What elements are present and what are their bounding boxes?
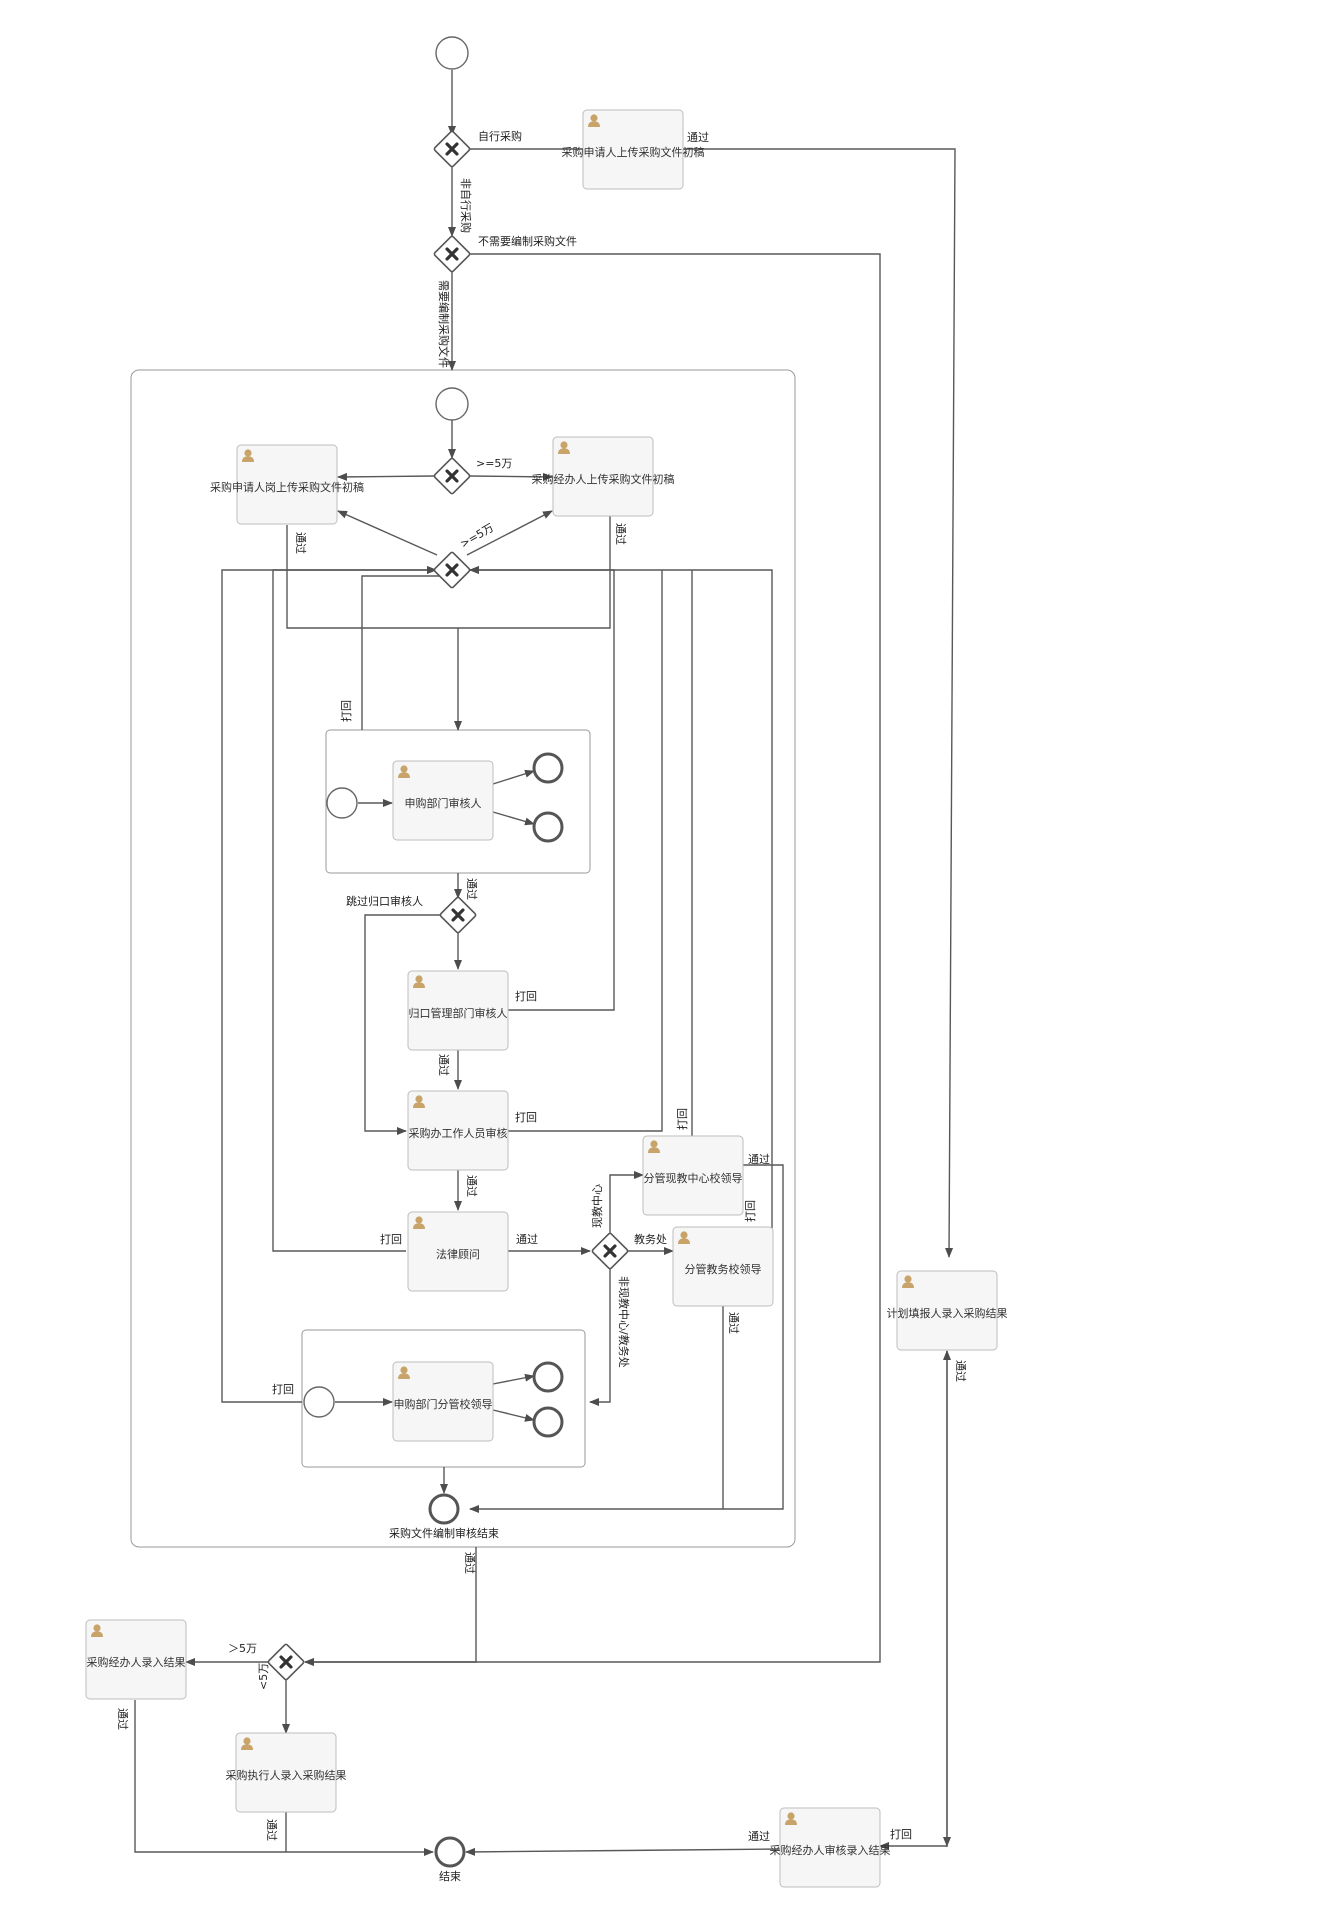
flow-label-pass-agent-result: 通过 bbox=[116, 1708, 129, 1730]
start-event[interactable] bbox=[435, 36, 469, 70]
sub-start-event[interactable] bbox=[435, 387, 469, 421]
flow-label-ge5w: >=5万 bbox=[476, 457, 512, 470]
flow-label-lt5w: <5万 bbox=[257, 1663, 270, 1690]
flow-label-pass-dept: 通过 bbox=[294, 532, 307, 554]
gateway-result-amount[interactable] bbox=[267, 1643, 305, 1681]
task-label: 计划填报人录入采购结果 bbox=[887, 1306, 1008, 1320]
gateway-back[interactable] bbox=[433, 551, 471, 589]
flow-label-pass-sub: 通过 bbox=[463, 1552, 476, 1574]
flow-labels: 自行采购 通过 非自行采购 不需要编制采购文件 需要编制采购文件 >=5万 >=… bbox=[116, 129, 967, 1843]
flow-label-pass-exec: 通过 bbox=[265, 1819, 278, 1841]
task-label: 分管教务校领导 bbox=[685, 1262, 762, 1276]
flow-label-back-dept: 打回 bbox=[339, 700, 353, 722]
task-label: 采购申请人上传采购文件初稿 bbox=[562, 145, 705, 159]
task-label: 分管现教中心校领导 bbox=[644, 1171, 743, 1185]
flow-label-pass-office: 通过 bbox=[465, 1175, 478, 1197]
task-guikou-review[interactable]: 归口管理部门审核人 bbox=[407, 970, 509, 1051]
gateway-department[interactable] bbox=[591, 1232, 629, 1270]
task-legal[interactable]: 法律顾问 bbox=[407, 1211, 509, 1292]
gateway-self-purchase[interactable] bbox=[433, 130, 471, 168]
task-upload-agent[interactable]: 采购经办人上传采购文件初稿 bbox=[532, 436, 675, 517]
flow-label-self-purchase: 自行采购 bbox=[478, 129, 522, 143]
flow-label-non-center: 非现教中心/教务处 bbox=[617, 1276, 630, 1368]
flow-label-back-academic: 打回 bbox=[743, 1200, 757, 1222]
task-exec-result[interactable]: 采购执行人录入采购结果 bbox=[226, 1732, 347, 1813]
flow-label-non-self: 非自行采购 bbox=[459, 178, 473, 233]
subprocess-doc-review bbox=[130, 369, 796, 1548]
task-label: 申购部门分管校领导 bbox=[394, 1397, 493, 1411]
task-label: 法律顾问 bbox=[436, 1247, 480, 1261]
dept-sub-end-event-1[interactable] bbox=[532, 752, 564, 784]
leader-sub-start-event[interactable] bbox=[303, 1386, 335, 1418]
flow-label-back-center: 打回 bbox=[675, 1108, 689, 1130]
flow-label-academic: 教务处 bbox=[634, 1233, 667, 1246]
gateway-amount[interactable] bbox=[433, 457, 471, 495]
task-label: 采购经办人录入结果 bbox=[87, 1655, 186, 1669]
task-label: 采购经办人审核录入结果 bbox=[770, 1843, 891, 1857]
task-label: 采购执行人录入采购结果 bbox=[226, 1768, 347, 1782]
gateway-need-doc[interactable] bbox=[433, 235, 471, 273]
task-academic-leader[interactable]: 分管教务校领导 bbox=[672, 1226, 774, 1307]
sub-end-event[interactable] bbox=[428, 1493, 460, 1525]
task-agent-audit[interactable]: 采购经办人审核录入结果 bbox=[770, 1807, 891, 1888]
task-dept-leader[interactable]: 申购部门分管校领导 bbox=[392, 1361, 494, 1442]
flow-label-pass: 通过 bbox=[687, 131, 709, 144]
task-upload-self[interactable]: 采购申请人上传采购文件初稿 bbox=[562, 109, 705, 190]
flow-label-need-doc: 需要编制采购文件 bbox=[437, 280, 451, 368]
task-label: 申购部门审核人 bbox=[405, 796, 482, 810]
task-agent-result[interactable]: 采购经办人录入结果 bbox=[85, 1619, 187, 1700]
task-dept-review[interactable]: 申购部门审核人 bbox=[392, 760, 494, 841]
gateway-skip-guikou[interactable] bbox=[439, 896, 477, 934]
task-office-review[interactable]: 采购办工作人员审核 bbox=[407, 1090, 509, 1171]
flow-label-no-doc: 不需要编制采购文件 bbox=[478, 234, 577, 248]
task-center-leader[interactable]: 分管现教中心校领导 bbox=[642, 1135, 744, 1216]
flow-label-pass-plan: 通过 bbox=[954, 1360, 967, 1382]
task-label: 采购申请人岗上传采购文件初稿 bbox=[210, 480, 364, 494]
flow-label-pass-agent: 通过 bbox=[614, 523, 627, 545]
end-label: 结束 bbox=[439, 1870, 461, 1883]
task-upload-dept[interactable]: 采购申请人岗上传采购文件初稿 bbox=[210, 444, 364, 525]
leader-sub-end-event-1[interactable] bbox=[532, 1361, 564, 1393]
sub-end-label: 采购文件编制审核结束 bbox=[389, 1526, 499, 1540]
flow-label-pass-center: 通过 bbox=[748, 1153, 770, 1166]
flow-label-pass-legal: 通过 bbox=[516, 1233, 538, 1246]
task-plan-result[interactable]: 计划填报人录入采购结果 bbox=[887, 1270, 1008, 1351]
dept-sub-end-event-2[interactable] bbox=[532, 811, 564, 843]
flow-label-gt5w: ＞5万 bbox=[228, 1642, 257, 1655]
flow-label-center: 现教中心 bbox=[591, 1184, 604, 1228]
task-label: 采购办工作人员审核 bbox=[409, 1126, 508, 1140]
flow-label-back-legal: 打回 bbox=[380, 1232, 402, 1246]
flow-label-pass-dept-sub: 通过 bbox=[465, 878, 478, 900]
flow-label-skip-guikou: 跳过归口审核人 bbox=[346, 894, 423, 908]
flow-label-pass-audit: 通过 bbox=[748, 1830, 770, 1843]
flow-label-back-office: 打回 bbox=[515, 1110, 537, 1124]
leader-sub-end-event-2[interactable] bbox=[532, 1406, 564, 1438]
end-event[interactable] bbox=[434, 1836, 466, 1868]
task-label: 采购经办人上传采购文件初稿 bbox=[532, 472, 675, 486]
dept-sub-start-event[interactable] bbox=[326, 787, 358, 819]
flow-label-back-audit: 打回 bbox=[890, 1827, 912, 1841]
flow-label-back-guikou: 打回 bbox=[515, 989, 537, 1003]
flow-label-back-leader: 打回 bbox=[272, 1382, 294, 1396]
flow-label-pass-academic: 通过 bbox=[727, 1312, 740, 1334]
task-label: 归口管理部门审核人 bbox=[409, 1006, 508, 1020]
flow-label-pass-guikou: 通过 bbox=[437, 1054, 450, 1076]
